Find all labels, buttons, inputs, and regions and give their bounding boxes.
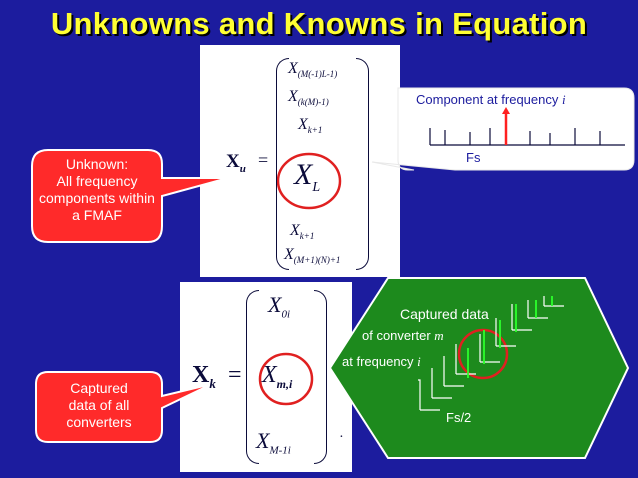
unknown-line-2: All frequency bbox=[56, 173, 138, 189]
green-arrow-shape bbox=[328, 277, 630, 459]
captured-callout-text: Captured data of all converters bbox=[36, 380, 162, 431]
highlight-circle-mi bbox=[258, 352, 314, 406]
eq2-row-3: XM-1i bbox=[256, 428, 291, 457]
captured-line-3: converters bbox=[66, 414, 132, 430]
eq1-row-4: XL bbox=[294, 158, 321, 195]
eq1-lhs: Xu bbox=[226, 151, 246, 175]
eq1-row-1: X(M(-1)L-1) bbox=[288, 60, 338, 80]
eq2-right-paren bbox=[314, 290, 327, 464]
eq2-trailing-dot: . bbox=[340, 426, 344, 441]
page-title: Unknowns and Knowns in Equation bbox=[50, 6, 588, 41]
arrow-axis-label: Fs/2 bbox=[446, 410, 472, 425]
eq2-row-2: Xm,i bbox=[262, 362, 293, 391]
highlight-circle-green bbox=[457, 328, 509, 380]
captured-line-2: data of all bbox=[68, 397, 130, 413]
arrow-line-1: Captured data bbox=[400, 306, 489, 322]
equation-panel-top bbox=[200, 45, 400, 277]
eq2-row-1: X0i bbox=[268, 292, 291, 321]
component-label: Component at frequency i bbox=[416, 92, 566, 107]
eq2-equals: = bbox=[228, 362, 242, 388]
unknown-callout bbox=[31, 149, 229, 243]
eq2-lhs: Xk bbox=[192, 362, 216, 391]
captured-callout bbox=[35, 371, 213, 443]
stacked-spectra-green bbox=[467, 296, 553, 378]
spectrum-red-arrowhead bbox=[502, 107, 510, 114]
component-axis-label: Fs bbox=[466, 150, 481, 165]
eq1-row-6: X(M+1)(N)+1 bbox=[284, 246, 341, 266]
eq1-row-3: Xk+1 bbox=[298, 116, 323, 136]
stacked-spectra bbox=[418, 296, 564, 411]
unknown-line-3: components within bbox=[39, 190, 155, 206]
eq1-row-5: Xk+1 bbox=[290, 222, 315, 242]
eq1-row-2: X(k(M)-1) bbox=[288, 88, 329, 108]
equation-panel-bottom bbox=[180, 282, 352, 472]
unknown-line-1: Unknown: bbox=[65, 156, 129, 172]
component-callout bbox=[371, 87, 635, 171]
unknown-callout-text: Unknown: All frequency components within… bbox=[32, 156, 162, 224]
eq1-right-paren bbox=[356, 58, 369, 270]
unknown-line-4: a FMAF bbox=[72, 207, 122, 223]
arrow-line-3: at frequency i bbox=[342, 354, 421, 369]
eq1-equals: = bbox=[258, 150, 269, 170]
arrow-line-2: of converter m bbox=[362, 328, 444, 343]
captured-line-1: Captured bbox=[70, 380, 128, 396]
component-spectrum bbox=[429, 128, 625, 146]
highlight-circle-L bbox=[276, 152, 342, 210]
